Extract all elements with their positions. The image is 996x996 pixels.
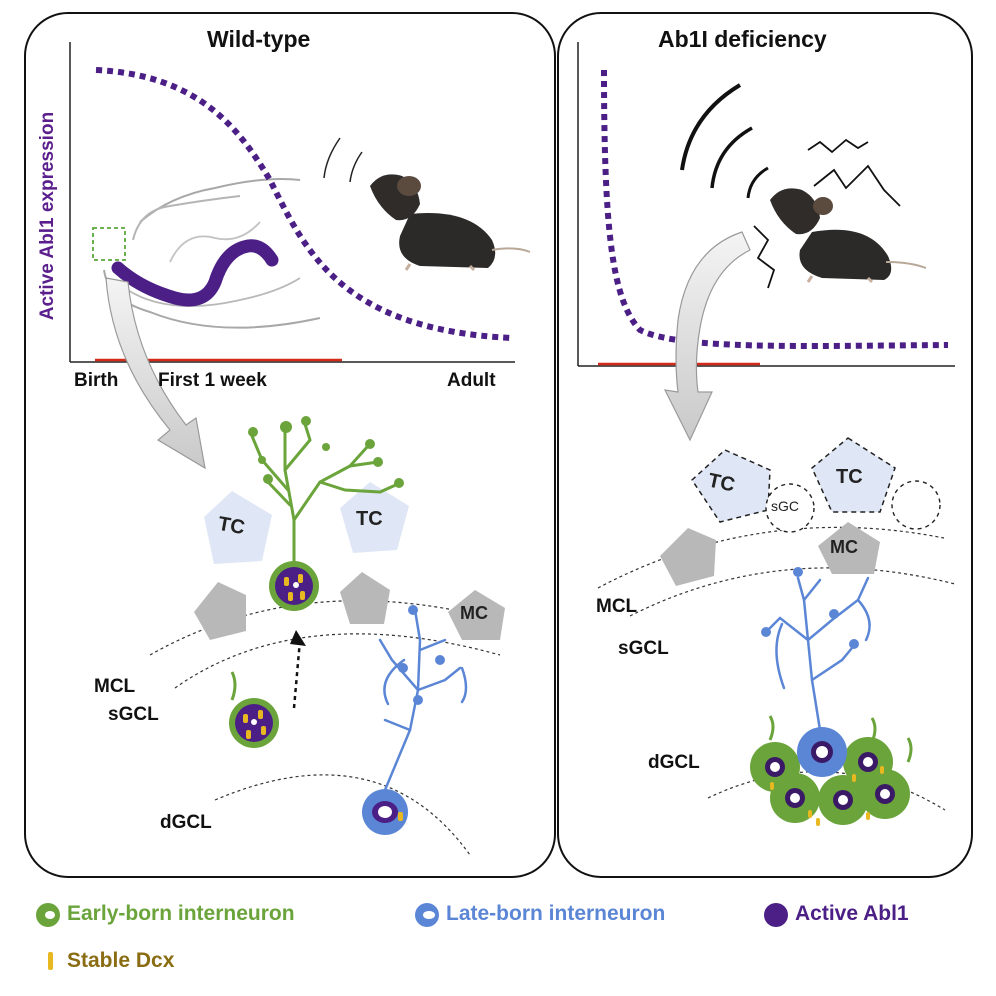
wt-sound-wave-2 (349, 151, 363, 183)
wt-tufted-cell-1 (204, 491, 272, 564)
wt-tc-label-1: TC (216, 512, 247, 540)
ko-sgc-label: sGC (771, 498, 799, 514)
wt-early-neuron-dendrites (250, 422, 400, 567)
ko-mitral-cell-2 (818, 522, 880, 574)
x-tick-first-week: First 1 week (158, 370, 267, 391)
ko-cell-scene (597, 437, 956, 826)
wt-cell-scene (149, 416, 505, 856)
wt-mitral-cell-2 (340, 572, 390, 624)
ko-tufted-cell-2 (811, 437, 896, 513)
wt-mitral-cell-3 (448, 590, 505, 640)
stable-dcx-icon (48, 952, 53, 970)
ko-mcl-boundary (597, 526, 945, 589)
legend-early-born: Early-born interneuron (67, 902, 295, 925)
wt-sgcl-boundary (174, 633, 501, 689)
ko-sgcl-label: sGCL (618, 638, 669, 659)
wt-expression-curve (95, 67, 513, 341)
wt-mouse-image (370, 174, 531, 272)
wild-type-panel (24, 12, 556, 878)
ko-sgc-empty-slot-1 (765, 483, 815, 533)
ko-mitral-cell-1 (660, 528, 716, 586)
wt-mc-label: MC (460, 603, 488, 623)
ko-dgcl-label: dGCL (648, 752, 700, 773)
brain-outline-lower (117, 277, 301, 308)
ko-mc-label: MC (830, 537, 858, 557)
ko-mouse-image (770, 188, 927, 284)
brain-outline-inner (132, 195, 241, 241)
y-axis-label: Active Abl1 expression (37, 111, 58, 321)
wt-dgcl-boundary (214, 774, 471, 856)
ko-sound-wave-2 (710, 126, 753, 189)
rostral-migratory-stream (111, 239, 279, 307)
wt-sound-wave-1 (323, 137, 341, 179)
wt-graph (69, 42, 515, 363)
wt-mcl-label: MCL (94, 676, 136, 697)
wt-dgcl-label: dGCL (160, 812, 212, 833)
ko-sgc-empty-slot-2 (891, 480, 941, 530)
legend-active-abl1: Active Abl1 (795, 902, 909, 925)
ko-noise-squiggle-1 (807, 138, 869, 154)
wild-type-title: Wild-type (207, 26, 311, 52)
active-abl1-icon (764, 903, 788, 927)
ko-tc-label-2: TC (836, 466, 863, 488)
ko-sgcl-boundary (629, 567, 956, 617)
ko-sound-wave-3 (746, 166, 769, 199)
ko-late-neuron-dendrites (766, 576, 871, 732)
legend-icons (36, 903, 788, 970)
wt-mitral-cell-1 (194, 582, 246, 640)
wt-sgcl-label: sGCL (108, 704, 159, 725)
ko-mcl-label: MCL (596, 596, 638, 617)
x-tick-birth: Birth (74, 370, 119, 391)
ko-noise-squiggle-3 (753, 225, 776, 289)
wt-migration-arrow (292, 639, 302, 709)
ko-sound-wave-1 (680, 83, 742, 171)
brain-outline-middle (169, 221, 261, 263)
legend-stable-dcx: Stable Dcx (67, 949, 175, 972)
legend-late-born: Late-born interneuron (446, 902, 666, 925)
x-tick-adult: Adult (447, 370, 496, 391)
wt-tufted-cell-2 (340, 482, 409, 553)
ko-noise-squiggle-2 (813, 164, 901, 207)
deficiency-title: Ab1I deficiency (658, 26, 827, 52)
ko-expression-curve (601, 69, 949, 349)
ko-zoom-arrow (663, 231, 751, 442)
rms-zoom-box (92, 227, 126, 261)
wt-tc-label-2: TC (356, 508, 383, 530)
deficiency-panel (557, 12, 973, 878)
wt-zoom-arrow (105, 277, 206, 470)
ko-neuron-cluster (750, 715, 913, 826)
ko-graph (577, 42, 955, 367)
ko-tufted-cell-1 (691, 449, 771, 523)
wt-late-neuron-dendrites (378, 608, 468, 792)
wt-dendrite-spines (248, 416, 404, 488)
